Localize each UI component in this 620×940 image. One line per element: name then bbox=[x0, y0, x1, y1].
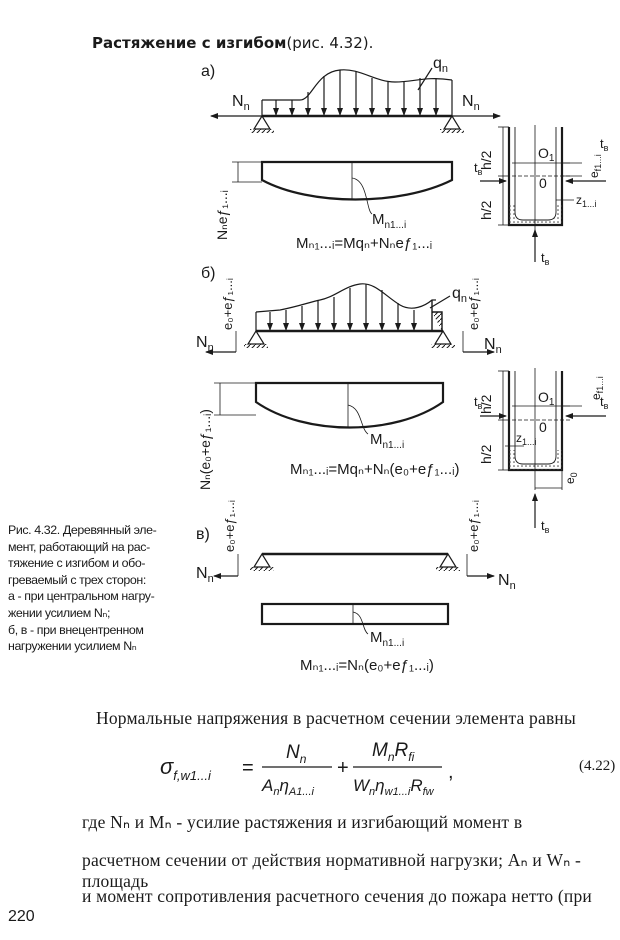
tv-bottom-b: tв bbox=[541, 518, 550, 535]
cross-section-b bbox=[507, 371, 564, 472]
figure-4-32: а) qn Nn Nn bbox=[196, 55, 609, 674]
qn-label-a: qn bbox=[433, 55, 448, 75]
heading-bold: Растяжение с изгибом bbox=[92, 34, 287, 52]
ecc-label-c-left: e₀+eƒ₁...ᵢ bbox=[222, 500, 237, 552]
tv-left-a: tв bbox=[474, 160, 483, 177]
formula-4-22: σf,w1...i = Nn AnηA1...i + MnRfi Wnηw1..… bbox=[160, 740, 454, 798]
nn-right-a: Nn bbox=[462, 93, 480, 113]
svg-text:+: + bbox=[337, 757, 349, 779]
load-arrows-a bbox=[273, 70, 439, 116]
caption-line: нагружении усилием Nₙ bbox=[8, 639, 137, 654]
h2-top-a: h/2 bbox=[478, 150, 494, 170]
h2-bottom-b: h/2 bbox=[478, 444, 494, 464]
nn-right-b: Nn bbox=[484, 336, 502, 356]
ecc-label-c-right: e₀+eƒ₁...ᵢ bbox=[466, 500, 481, 552]
panel-b-label: б) bbox=[201, 265, 216, 282]
equation-b: Mₙ₁...ᵢ=Mqₙ+Nₙ(e₀+eƒ₁...ᵢ) bbox=[290, 461, 459, 478]
mn-label-b: Mn1...i bbox=[370, 431, 404, 451]
h2-top-b: h/2 bbox=[478, 394, 494, 414]
caption-line: Рис. 4.32. Деревянный эле- bbox=[8, 523, 157, 537]
support-right-c bbox=[438, 552, 458, 568]
e-label-b: ef1...i bbox=[589, 376, 605, 400]
moment-diagram-b bbox=[254, 381, 445, 429]
ecc-label-b-right: e₀+eƒ₁...ᵢ bbox=[466, 278, 481, 330]
caption-line: б, в - при внецентренном bbox=[8, 622, 144, 637]
support-left-b bbox=[246, 329, 266, 345]
svg-text:σf,w1...i: σf,w1...i bbox=[160, 754, 212, 783]
nn-left-b: Nn bbox=[196, 334, 214, 354]
tv-right-a: tв bbox=[600, 136, 609, 153]
mn-label-c: Mn1...i bbox=[370, 629, 404, 649]
e-label-a: ef1...i bbox=[587, 154, 603, 178]
o1-label-b: O1 bbox=[538, 389, 555, 408]
caption-line: а - при центральном нагру- bbox=[8, 589, 155, 604]
support-right-a bbox=[442, 114, 462, 130]
tv-left-b: tв bbox=[474, 394, 483, 411]
section-heading: Растяжение с изгибом(рис. 4.32). bbox=[92, 34, 373, 52]
mn-label-a: Mn1...i bbox=[372, 211, 406, 231]
caption-line: тяжение с изгибом и обо- bbox=[8, 556, 146, 571]
nn-right-c: Nn bbox=[498, 572, 516, 592]
o-label-b: 0 bbox=[539, 419, 547, 435]
nn-left-c: Nn bbox=[196, 565, 214, 585]
tv-bottom-a: tв bbox=[541, 250, 550, 267]
load-curve-b bbox=[255, 283, 436, 313]
svg-text:MnRfi: MnRfi bbox=[372, 740, 415, 764]
ecc-label-b-left: e₀+eƒ₁...ᵢ bbox=[220, 278, 235, 330]
svg-text:AnηA1...i: AnηA1...i bbox=[261, 776, 315, 798]
z-label-b: z1...i bbox=[516, 431, 537, 447]
equation-c: Mₙ₁...ᵢ=Nₙ(e₀+eƒ₁...ᵢ) bbox=[300, 657, 434, 674]
nn-left-a: Nn bbox=[232, 93, 250, 113]
e0-label-b: e0 bbox=[563, 472, 579, 484]
h2-bottom-a: h/2 bbox=[478, 200, 494, 220]
support-right-b bbox=[433, 329, 453, 345]
paragraph-1: Нормальные напряжения в расчетном сечени… bbox=[96, 708, 576, 728]
paragraph-2-line-1: где Nₙ и Mₙ - усилие растяжения и изгиба… bbox=[82, 812, 523, 832]
load-arrows-b bbox=[267, 284, 417, 331]
paragraph-2-line-2: расчетном сечении от действия нормативно… bbox=[82, 850, 581, 891]
figure-caption: Рис. 4.32. Деревянный эле- мент, работаю… bbox=[8, 522, 176, 655]
svg-text:,: , bbox=[448, 761, 454, 783]
equation-a: Mₙ₁...ᵢ=Mqₙ+Nₙeƒ₁...ᵢ bbox=[296, 235, 432, 252]
support-left-a bbox=[252, 114, 272, 130]
caption-line: греваемый с трех сторон: bbox=[8, 572, 146, 587]
o1-label-a: O1 bbox=[538, 145, 555, 164]
support-left-c bbox=[252, 552, 272, 568]
svg-text:Wnηw1...iRfw: Wnηw1...iRfw bbox=[353, 776, 435, 798]
moment-diagram-c bbox=[260, 602, 450, 626]
caption-line: жении усилием Nₙ; bbox=[8, 605, 111, 620]
svg-text:=: = bbox=[242, 757, 254, 779]
equation-number: (4.22) bbox=[579, 758, 616, 774]
svg-text:Nn: Nn bbox=[286, 742, 307, 766]
caption-line: мент, работающий на рас- bbox=[8, 539, 150, 554]
qn-label-b: qn bbox=[452, 285, 467, 305]
page-number: 220 bbox=[8, 908, 35, 925]
ordinate-label-b: Nₙ(e₀+eƒ₁...ᵢ) bbox=[197, 409, 213, 490]
o-label-a: 0 bbox=[539, 175, 547, 191]
paragraph-2-line-3: и момент сопротивления расчетного сечени… bbox=[82, 886, 592, 906]
moment-diagram-a bbox=[260, 160, 454, 201]
panel-a-label: а) bbox=[201, 63, 215, 80]
load-curve-a bbox=[262, 69, 453, 101]
ordinate-label-a: Nₙeƒ₁...ᵢ bbox=[214, 190, 230, 240]
z-label-a: z1...i bbox=[576, 193, 597, 209]
heading-ref: (рис. 4.32). bbox=[286, 34, 374, 52]
tv-right-b: tв bbox=[600, 394, 609, 411]
panel-c-label: в) bbox=[196, 526, 210, 543]
